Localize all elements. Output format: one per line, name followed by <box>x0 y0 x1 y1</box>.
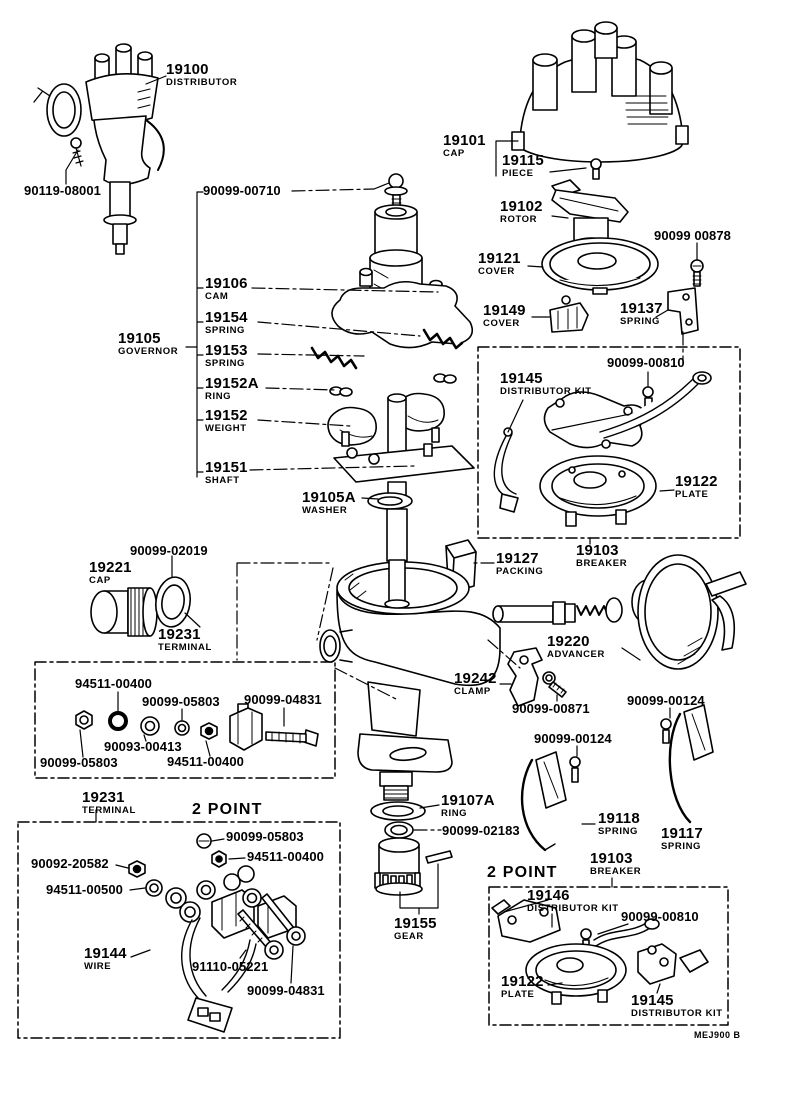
wire-kit-drawing <box>128 833 306 1033</box>
label-90099-00124-a: 90099-00124 <box>627 693 705 708</box>
figure-code: MEJ900 B <box>694 1030 741 1040</box>
label-90092-20582: 90092-20582 <box>31 856 109 871</box>
housing-drawing <box>319 559 501 801</box>
label-2point-right: 2 POINT <box>487 864 558 881</box>
label-90099-04831-b: 90099-04831 <box>247 983 325 998</box>
label-90099-05803-a: 90099-05803 <box>142 694 220 709</box>
label-94511-00500: 94511-00500 <box>46 882 124 897</box>
label-90099-00710: 90099-00710 <box>203 183 281 198</box>
label-90099-00124-b: 90099-00124 <box>534 731 612 746</box>
spring-19117-drawing <box>660 704 714 824</box>
label-94511-00400-b: 94511-00400 <box>167 754 245 769</box>
screw-00878-drawing <box>690 259 704 287</box>
cover-disc-drawing <box>541 237 659 295</box>
gear-stack-drawing <box>370 801 453 896</box>
cover-19149-drawing <box>549 295 589 333</box>
label-2point-left: 2 POINT <box>192 801 263 818</box>
callout-boxes <box>17 346 741 1039</box>
distributor-assembly-drawing <box>33 43 165 255</box>
clamp-drawing <box>507 647 567 707</box>
advancer-drawing <box>492 554 747 670</box>
label-94511-00400-c: 94511-00400 <box>247 849 325 864</box>
terminal-kit-parts-drawing <box>75 703 319 751</box>
cap-drawing <box>511 21 689 180</box>
label-90093-00413: 90093-00413 <box>104 739 182 754</box>
label-94511-00400-a: 94511-00400 <box>75 676 153 691</box>
label-90099-00871: 90099-00871 <box>512 701 590 716</box>
spring-19118-drawing <box>520 751 581 852</box>
label-90119-08001: 90119-08001 <box>24 183 102 198</box>
terminal-cap-drawing <box>90 576 191 637</box>
label-90099-05803-b: 90099-05803 <box>40 755 118 770</box>
breaker-2point-kit-drawing <box>491 899 709 1005</box>
breaker-kit-drawing <box>493 371 712 527</box>
label-91110-05221: 91110-05221 <box>192 959 269 974</box>
label-90099-02019: 90099-02019 <box>130 543 208 558</box>
spring-19137-drawing <box>667 287 699 335</box>
leader-lines <box>65 75 698 994</box>
label-90099-00810-b: 90099-00810 <box>621 909 699 924</box>
label-90099-05803-c: 90099-05803 <box>226 829 304 844</box>
label-90099-04831-a: 90099-04831 <box>244 692 322 707</box>
label-90099-02183: 90099-02183 <box>442 823 520 838</box>
label-90099-00810-a: 90099-00810 <box>607 355 685 370</box>
label-90099-00878: 90099 00878 <box>654 228 732 243</box>
